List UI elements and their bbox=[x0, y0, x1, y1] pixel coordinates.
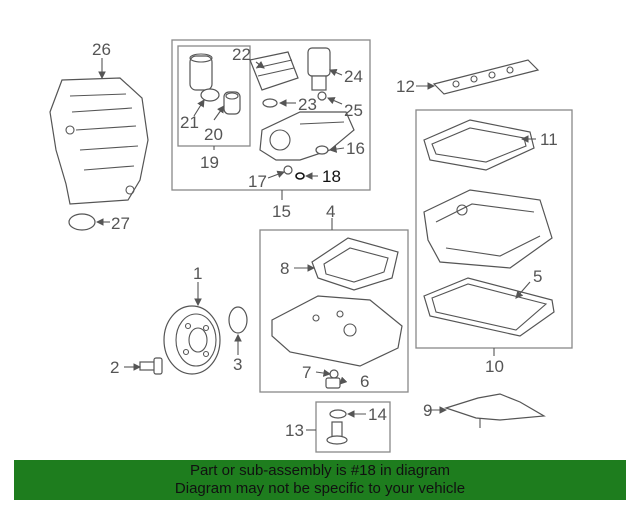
callout-9: 9 bbox=[423, 401, 432, 420]
callout-26: 26 bbox=[92, 40, 111, 59]
callout-3: 3 bbox=[233, 355, 242, 374]
callout-20: 20 bbox=[204, 125, 223, 144]
o-ring-25-part bbox=[317, 91, 327, 101]
filter-seal-part bbox=[200, 88, 220, 102]
lower-pan-gasket-part bbox=[423, 277, 555, 337]
valve-sensor-part bbox=[307, 47, 331, 91]
crank-seal-part bbox=[228, 306, 248, 334]
callout-10: 10 bbox=[485, 357, 504, 376]
callout-24: 24 bbox=[344, 67, 363, 86]
seal-17-part bbox=[283, 165, 293, 175]
callout-25: 25 bbox=[344, 101, 363, 120]
heat-shield-part bbox=[444, 393, 546, 428]
callout-8: 8 bbox=[280, 259, 289, 278]
filter-housing-base-part bbox=[259, 111, 355, 161]
callout-1: 1 bbox=[193, 264, 202, 283]
oil-cooler-part bbox=[249, 51, 299, 91]
callout-16: 16 bbox=[346, 139, 365, 158]
gasket-strip-12-part bbox=[432, 59, 540, 95]
callout-13: 13 bbox=[285, 421, 304, 440]
banner-line-disclaimer: Diagram may not be specific to your vehi… bbox=[174, 480, 466, 497]
callout-6: 6 bbox=[360, 372, 369, 391]
intake-manifold-part bbox=[49, 77, 149, 205]
lower-oil-pan-part bbox=[271, 295, 403, 367]
callout-22: 22 bbox=[232, 45, 251, 64]
callout-11: 11 bbox=[540, 130, 558, 149]
drain-washer-7-part bbox=[329, 369, 339, 379]
banner-line-part-number: Part or sub-assembly is #18 in diagram bbox=[189, 462, 451, 479]
callout-12: 12 bbox=[396, 77, 415, 96]
callout-18: 18 bbox=[322, 167, 341, 186]
callout-21: 21 bbox=[180, 113, 199, 132]
drain-plug-6-part bbox=[325, 377, 341, 389]
callout-19: 19 bbox=[200, 153, 219, 172]
o-ring-23-part bbox=[262, 98, 278, 108]
group-box-4 bbox=[259, 229, 409, 393]
group-box-15 bbox=[171, 39, 371, 191]
pulley-bolt-part bbox=[139, 357, 163, 375]
oil-level-sensor-13-part bbox=[326, 421, 348, 445]
manifold-gasket-part bbox=[68, 213, 96, 231]
callout-2: 2 bbox=[110, 358, 119, 377]
info-banner: Part or sub-assembly is #18 in diagram D… bbox=[14, 460, 626, 500]
upper-pan-gasket-part bbox=[423, 119, 535, 171]
group-box-13 bbox=[315, 401, 391, 453]
callout-14: 14 bbox=[368, 405, 387, 424]
callout-27: 27 bbox=[111, 214, 130, 233]
callout-4: 4 bbox=[326, 202, 335, 221]
callout-7: 7 bbox=[302, 363, 311, 382]
callout-5: 5 bbox=[533, 267, 542, 286]
crank-pulley-part bbox=[163, 305, 221, 375]
upper-oil-pan-part bbox=[423, 189, 553, 269]
oil-filter-housing-part bbox=[189, 53, 213, 91]
callout-17: 17 bbox=[248, 172, 267, 191]
callout-15: 15 bbox=[272, 202, 291, 221]
o-ring-18-highlighted-part bbox=[295, 172, 305, 180]
parts-diagram: 26 27 1 2 3 4 5 6 7 8 9 10 11 12 13 14 1… bbox=[49, 39, 573, 453]
oil-filter-element-part bbox=[223, 91, 241, 115]
seal-16-part bbox=[315, 145, 329, 155]
callout-23: 23 bbox=[298, 95, 317, 114]
oil-baffle-part bbox=[311, 237, 399, 291]
seal-14-part bbox=[329, 409, 347, 419]
